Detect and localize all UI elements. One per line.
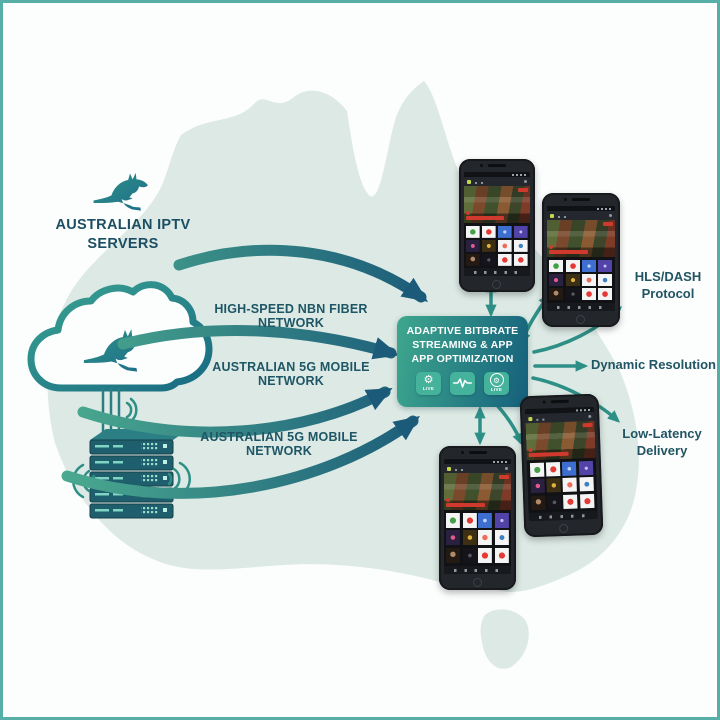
5g-mobile-label-2: AUSTRALIAN 5G MOBILE NETWORK: [200, 430, 358, 458]
app-icon-grid: [446, 512, 509, 564]
phone-statusbar: [464, 172, 530, 177]
dynamic-resolution-label: Dynamic Resolution: [591, 357, 716, 372]
5g-mobile-label-1: AUSTRALIAN 5G MOBILE NETWORK: [212, 360, 370, 388]
app-icon-grid: [466, 225, 528, 266]
low-latency-line2: Delivery: [636, 442, 688, 458]
smartphone-2: [542, 193, 620, 327]
home-button: [558, 523, 568, 534]
nbn-fiber-arrow: [173, 244, 429, 303]
logo-caption-line2: SERVERS: [87, 235, 159, 252]
hls-dash-line2: Protocol: [641, 285, 695, 301]
hls-dash-line1: HLS/DASH: [634, 269, 702, 284]
logo-caption: AUSTRALIAN IPTV SERVERS: [31, 216, 215, 254]
kangaroo-icon: [93, 172, 148, 211]
phone-navbar: [547, 303, 615, 311]
gear-circle-badge: ⚙ LIVE: [484, 371, 509, 395]
featured-banner: [444, 473, 511, 510]
logo-caption-line1: AUSTRALIAN IPTV: [55, 217, 191, 233]
5g-mobile-arrow-1: [117, 324, 400, 360]
phone-statusbar: [547, 206, 615, 211]
live-badge: [466, 211, 505, 220]
network-arrows: [61, 244, 429, 499]
phone-appbar: [547, 211, 615, 220]
home-button: [492, 280, 501, 289]
tasmania: [480, 609, 529, 669]
app-icon-grid: [549, 259, 613, 301]
live-badge: [446, 498, 485, 507]
phone-screen: [525, 406, 598, 522]
low-latency-label: Low-Latency Delivery: [611, 426, 713, 460]
waveform-icon: [453, 378, 472, 388]
featured-banner: [525, 420, 596, 461]
phone-speaker: [550, 399, 569, 404]
home-button: [472, 578, 482, 587]
phone-navbar: [464, 268, 530, 276]
box-title-line2: STREAMING & APP: [412, 338, 513, 351]
phone-statusbar: [444, 459, 511, 464]
nbn-fiber-label: HIGH-SPEED NBN FIBER NETWORK: [214, 302, 368, 330]
app-icon-grid: [528, 459, 596, 512]
adaptive-streaming-box: ADAPTIVE BITBRATE STREAMING & APP APP OP…: [397, 316, 528, 407]
live-badge: [528, 451, 569, 458]
phone-navbar: [444, 566, 511, 574]
phone-screen: [547, 206, 615, 311]
smartphone-3: [439, 446, 516, 590]
gear-badge: ⚙ LIVE: [416, 371, 441, 395]
hls-dash-label: HLS/DASH Protocol: [617, 269, 717, 303]
box-title-line3: APP OPTIMIZATION: [411, 352, 514, 365]
live-badge: [549, 245, 589, 254]
gear-circle-badge-caption: LIVE: [490, 387, 503, 393]
phone-appbar: [444, 464, 511, 473]
phone-speaker: [460, 451, 487, 454]
gear-badge-caption: LIVE: [422, 385, 435, 391]
waveform-badge: [450, 371, 475, 395]
5g-mobile-arrow-2: [77, 386, 393, 438]
low-latency-line1: Low-Latency: [622, 426, 702, 441]
phone-speaker: [564, 198, 590, 201]
5g-mobile-arrow-3: [61, 415, 420, 499]
smartphone-4: [519, 393, 604, 538]
phone-speaker: [480, 164, 506, 167]
phone-screen: [444, 459, 511, 574]
featured-banner: [464, 186, 530, 223]
smartphone-1: [459, 159, 535, 292]
box-feature-icons: ⚙ LIVE ⚙ LIVE: [401, 371, 524, 395]
box-title-line1: ADAPTIVE BITBRATE: [406, 325, 519, 337]
phone-appbar: [464, 177, 530, 186]
gear-icon: ⚙: [423, 373, 434, 386]
gear-circle-icon: ⚙: [489, 373, 504, 388]
home-button: [576, 315, 585, 324]
cloud-icon: [27, 281, 213, 392]
phone-navbar: [528, 510, 598, 522]
featured-banner: [547, 220, 615, 257]
phone-screen: [464, 172, 530, 276]
